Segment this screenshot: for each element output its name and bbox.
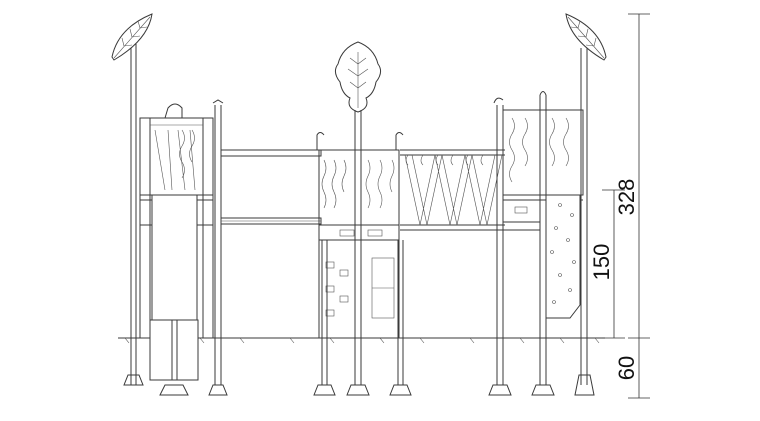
dimension-328 xyxy=(628,13,650,339)
dimension-60 xyxy=(628,338,650,399)
climbing-holds-right xyxy=(550,203,576,304)
net-bridge xyxy=(400,149,505,231)
dimension-label-328: 328 xyxy=(614,179,639,216)
horizontal-bars xyxy=(220,149,322,225)
middle-tower xyxy=(313,132,412,396)
leaf-sign-left xyxy=(111,13,153,386)
right-tower xyxy=(488,91,584,396)
dimension-150 xyxy=(602,189,625,339)
tree-sign-center xyxy=(334,41,382,396)
slide xyxy=(151,194,198,321)
left-tower xyxy=(139,103,214,396)
post-left-tower xyxy=(208,99,228,396)
dimension-label-60: 60 xyxy=(614,356,639,380)
climbing-holds-middle xyxy=(325,261,349,317)
dimension-label-150: 150 xyxy=(589,244,614,281)
leaf-sign-right xyxy=(565,13,607,396)
climbing-wall xyxy=(545,194,581,319)
